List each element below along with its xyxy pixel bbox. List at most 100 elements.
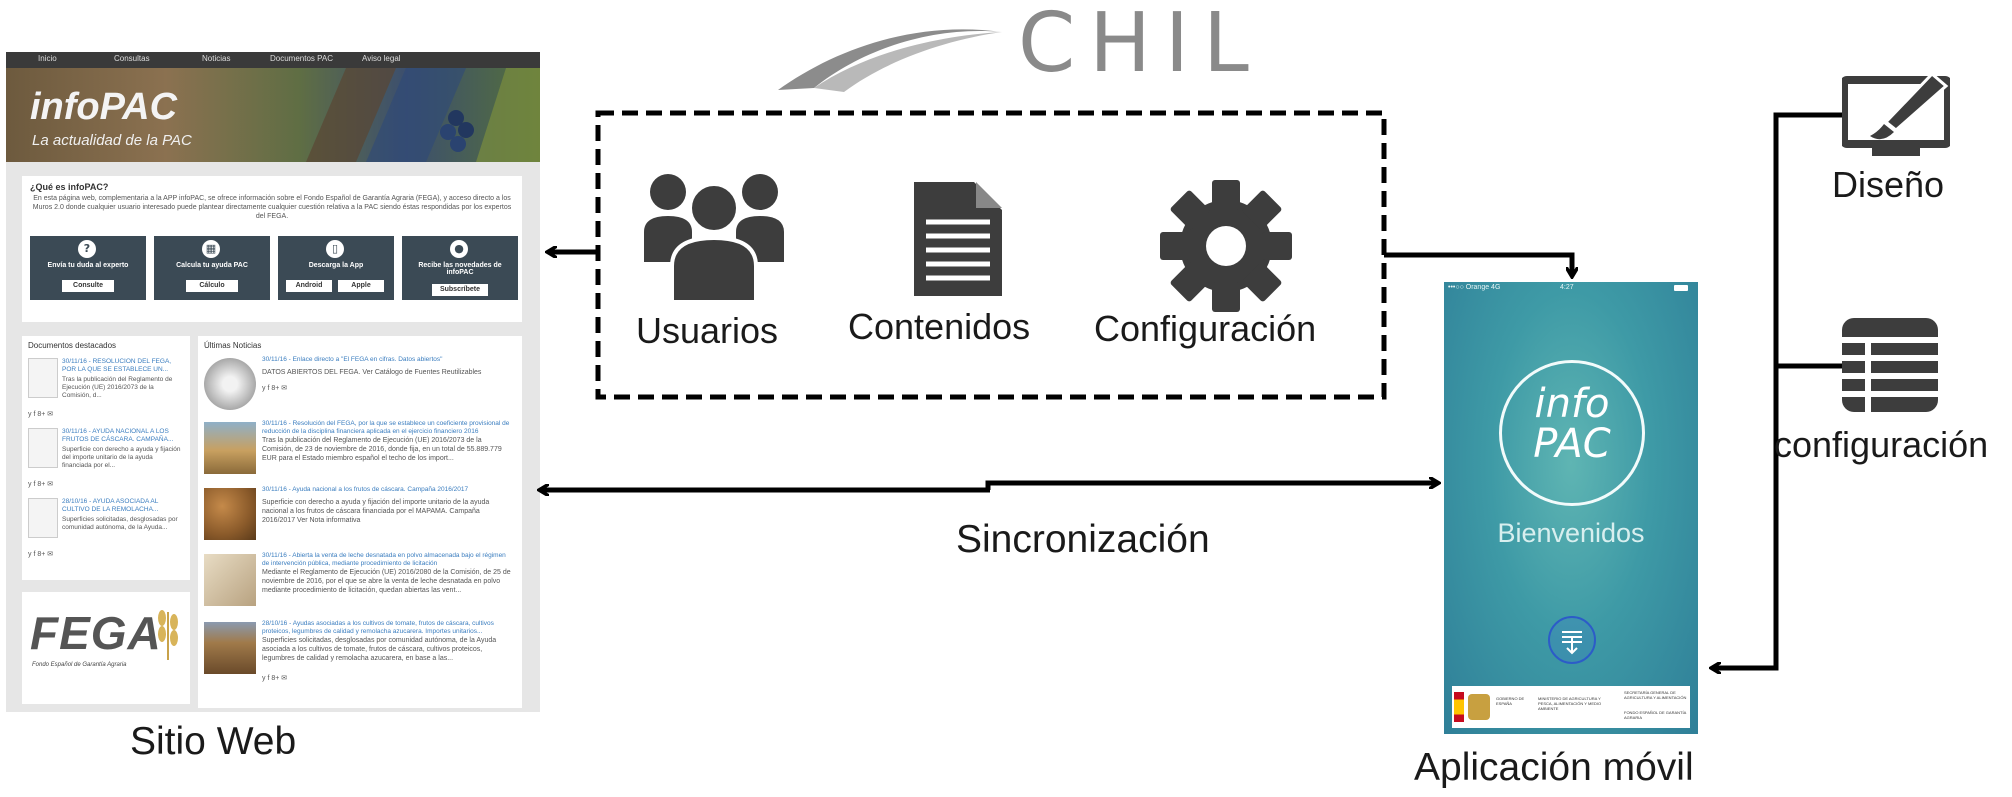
chil-swoosh-logo — [778, 29, 1002, 92]
doc-item[interactable]: 30/11/16 - RESOLUCION DEL FEGA, POR LA Q… — [28, 358, 184, 418]
label-configuracion-small: configuración — [1774, 424, 1989, 465]
label-sincronizacion: Sincronización — [956, 518, 1210, 561]
cta-ask-expert: ? Envía tu duda al experto Consulte — [30, 236, 146, 300]
news-text: Superficies solicitadas, desglosadas por… — [262, 637, 497, 662]
battery-icon — [1674, 285, 1688, 291]
cta-subscribe: ● Recibe las novedades de infoPAC Subscr… — [402, 236, 518, 300]
logo-line-info: info — [1534, 381, 1610, 427]
doc-text: Superficie con derecho a ayuda y fijació… — [62, 446, 181, 469]
document-icon — [914, 182, 1002, 296]
news-thumbnail — [204, 358, 256, 410]
website-nav: Inicio Consultas Noticias Documentos PAC… — [6, 52, 540, 68]
list-icon — [1842, 318, 1938, 412]
doc-item[interactable]: 30/11/16 - AYUDA NACIONAL A LOS FRUTOS D… — [28, 428, 184, 488]
news-item[interactable]: 30/11/16 - Resolución del FEGA, por la q… — [204, 420, 516, 484]
banner-photo — [306, 68, 540, 162]
news-text: DATOS ABIERTOS DEL FEGA. Ver Catálogo de… — [262, 369, 482, 376]
infopac-tagline: La actualidad de la PAC — [32, 132, 192, 149]
doc-item[interactable]: 28/10/16 - AYUDA ASOCIADA AL CULTIVO DE … — [28, 498, 184, 558]
nav-item[interactable]: Aviso legal — [362, 54, 401, 63]
label-diseno: Diseño — [1832, 164, 1945, 205]
news-title[interactable]: 30/11/16 - Resolución del FEGA, por la q… — [262, 420, 510, 435]
doc-title[interactable]: 28/10/16 - AYUDA ASOCIADA AL CULTIVO DE … — [62, 498, 159, 513]
phone-status-bar: •••○○ Orange 4G 4:27 — [1444, 282, 1698, 294]
download-filter-icon — [1562, 631, 1582, 655]
social-icons[interactable]: y f 8+ ✉ — [262, 675, 288, 682]
consulte-button[interactable]: Consulte — [62, 280, 114, 292]
spain-flag-icon — [1454, 692, 1464, 722]
apple-button[interactable]: Apple — [338, 280, 384, 292]
gear-icon — [1160, 180, 1292, 312]
infopac-circle-logo — [1499, 360, 1645, 506]
website-banner: infoPAC La actualidad de la PAC — [6, 68, 540, 162]
news-item[interactable]: 28/10/16 - Ayudas asociadas a los cultiv… — [204, 620, 516, 684]
website-screenshot: Inicio Consultas Noticias Documentos PAC… — [6, 52, 540, 712]
label-sitio-web: Sitio Web — [130, 720, 297, 763]
welcome-text: Bienvenidos — [1497, 518, 1645, 548]
cta-label: Calcula tu ayuda PAC — [176, 262, 248, 269]
users-icon — [644, 174, 784, 302]
nav-item[interactable]: Consultas — [114, 54, 150, 63]
social-icons[interactable]: y f 8+ ✉ — [262, 385, 288, 392]
news-item[interactable]: 30/11/16 - Abierta la venta de leche des… — [204, 552, 516, 616]
news-title[interactable]: 28/10/16 - Ayudas asociadas a los cultiv… — [262, 620, 494, 635]
user-icon: ● — [450, 240, 468, 258]
social-icons[interactable]: y f 8+ ✉ — [28, 551, 54, 558]
social-icons[interactable]: y f 8+ ✉ — [28, 481, 54, 488]
cta-label: Envía tu duda al experto — [47, 262, 129, 269]
news-title[interactable]: 30/11/16 - Ayuda nacional a los frutos d… — [262, 486, 469, 493]
news-item[interactable]: 30/11/16 - Ayuda nacional a los frutos d… — [204, 486, 516, 550]
news-title[interactable]: 30/11/16 - Enlace directo a "El FEGA en … — [262, 356, 443, 363]
download-filter-button[interactable] — [1548, 616, 1596, 664]
about-title: ¿Qué es infoPAC? — [30, 182, 109, 192]
footer-text: FONDO ESPAÑOL DE GARANTÍA AGRARIA — [1624, 710, 1687, 720]
latest-news: Últimas Noticias 30/11/16 - Enlace direc… — [198, 336, 522, 708]
sync-arrow-right — [985, 483, 1438, 490]
news-text: Superficie con derecho a ayuda y fijació… — [262, 499, 490, 524]
android-button[interactable]: Android — [286, 280, 332, 292]
doc-text: Superficies solicitadas, desglosadas por… — [62, 516, 178, 531]
logo-line-pac: PAC — [1533, 421, 1611, 467]
footer-text: MINISTERIO DE AGRICULTURA Y PESCA, ALIME… — [1538, 696, 1602, 711]
nav-item[interactable]: Inicio — [38, 54, 57, 63]
doc-text: Tras la publicación del Reglamento de Ej… — [62, 376, 173, 399]
fega-logo-box: FEGA Fondo Español de Garantía Agraria — [22, 592, 190, 704]
news-title[interactable]: 30/11/16 - Abierta la venta de leche des… — [262, 552, 506, 567]
label-configuracion: Configuración — [1094, 308, 1317, 349]
carrier-text: •••○○ Orange 4G — [1448, 284, 1501, 291]
calculator-icon: ▦ — [202, 240, 220, 258]
footer-text: GOBIERNO DE ESPAÑA — [1496, 696, 1525, 706]
cta-label: Descarga la App — [308, 262, 364, 269]
news-thumbnail — [204, 422, 256, 474]
chil-logo-text: CHIL — [1018, 0, 1263, 91]
nav-item[interactable]: Documentos PAC — [270, 54, 333, 63]
social-icons[interactable]: y f 8+ ✉ — [28, 411, 54, 418]
calculo-button[interactable]: Cálculo — [186, 280, 238, 292]
featured-docs: Documentos destacados 30/11/16 - RESOLUC… — [22, 336, 190, 580]
about-text: En esta página web, complementaria a la … — [32, 195, 512, 220]
fega-subtitle: Fondo Español de Garantía Agraria — [32, 662, 127, 668]
subscribe-button[interactable]: Subscríbete — [432, 284, 488, 296]
news-title: Últimas Noticias — [204, 341, 262, 350]
infopac-app-logo: info PAC — [1499, 384, 1645, 464]
arrow-design-to-phone — [1712, 112, 1842, 668]
doc-title[interactable]: 30/11/16 - AYUDA NACIONAL A LOS FRUTOS D… — [62, 428, 174, 443]
phone-icon: ▯ — [326, 240, 344, 258]
news-text: Tras la publicación del Reglamento de Ej… — [262, 437, 502, 462]
about-section: ¿Qué es infoPAC? En esta página web, com… — [22, 176, 522, 322]
docs-title: Documentos destacados — [28, 341, 117, 350]
news-item[interactable]: 30/11/16 - Enlace directo a "El FEGA en … — [204, 356, 516, 420]
monitor-brush-icon — [1842, 72, 1950, 156]
mobile-app-screenshot: •••○○ Orange 4G 4:27 info PAC Bienvenido… — [1444, 282, 1698, 734]
fega-logo: FEGA — [30, 607, 162, 659]
label-aplicacion-movil: Aplicación móvil — [1414, 746, 1694, 789]
cta-download-app: ▯ Descarga la App Android Apple — [278, 236, 394, 300]
nav-item[interactable]: Noticias — [202, 54, 231, 63]
news-thumbnail — [204, 622, 256, 674]
footer-text: SECRETARÍA GENERAL DE AGRICULTURA Y ALIM… — [1624, 690, 1687, 700]
infopac-logo: infoPAC — [30, 86, 178, 128]
time-text: 4:27 — [1560, 284, 1574, 291]
doc-title[interactable]: 30/11/16 - RESOLUCION DEL FEGA, POR LA Q… — [62, 358, 172, 373]
